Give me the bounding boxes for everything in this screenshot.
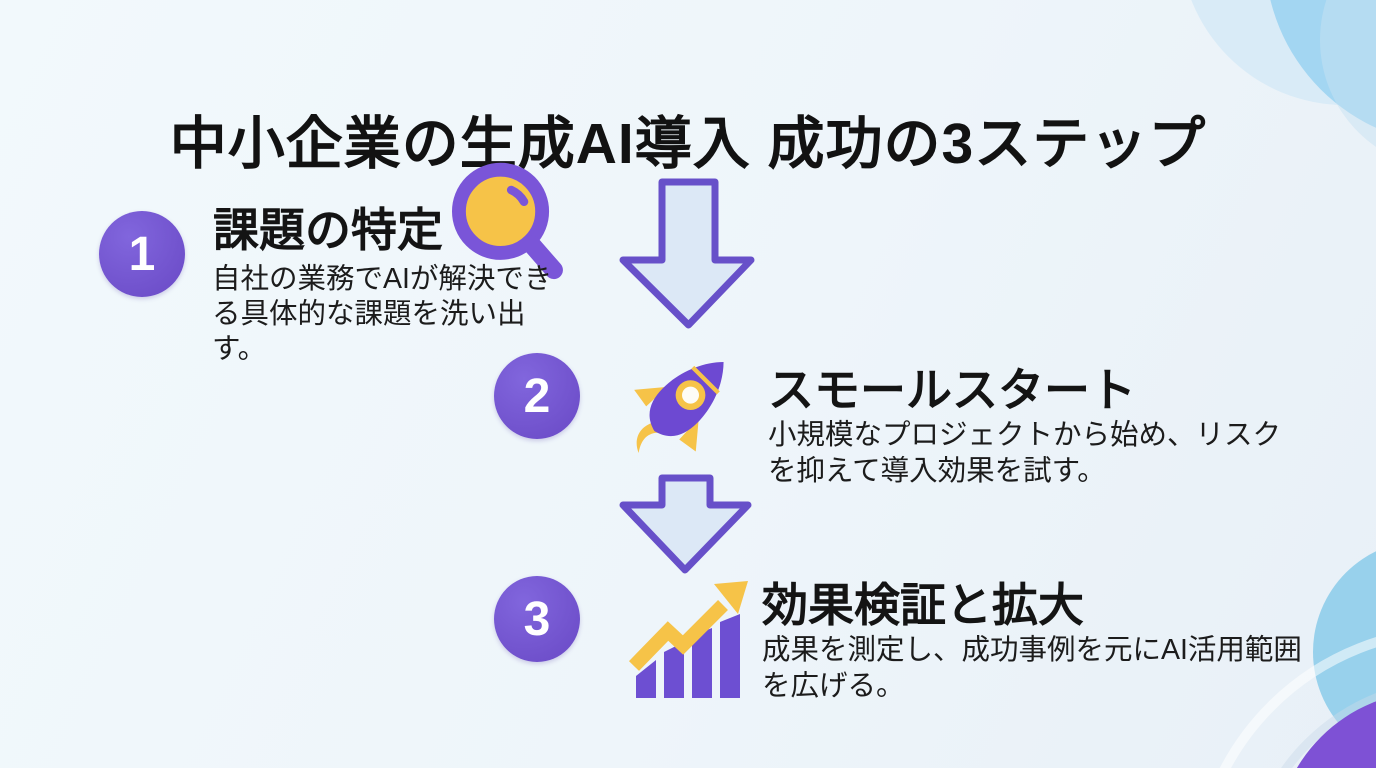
step-1-title: 課題の特定	[213, 204, 443, 256]
growth-chart-icon	[628, 581, 748, 698]
step-1-description: 自社の業務でAIが解決できる具体的な課題を洗い出す。	[212, 263, 553, 365]
step-1-number-badge: 1	[99, 211, 185, 297]
down-arrow-icon	[619, 474, 752, 574]
rocket-icon	[634, 362, 724, 453]
step-2-description: 小規模なプロジェクトから始め、リスクを抑えて導入効果を試す。	[768, 419, 1282, 487]
magnifying-glass-icon	[452, 162, 563, 280]
step-2-title: スモールスタート	[768, 364, 1136, 416]
step-3-title: 効果検証と拡大	[762, 579, 1084, 631]
page-title: 中小企業の生成AI導入 成功の3ステップ	[169, 112, 1207, 177]
step-2-number-badge: 2	[494, 353, 580, 439]
step-3-number-badge: 3	[494, 576, 580, 662]
down-arrow-icon	[619, 178, 755, 329]
step-3-description: 成果を測定し、成功事例を元にAI活用範囲を広げる。	[762, 634, 1302, 702]
